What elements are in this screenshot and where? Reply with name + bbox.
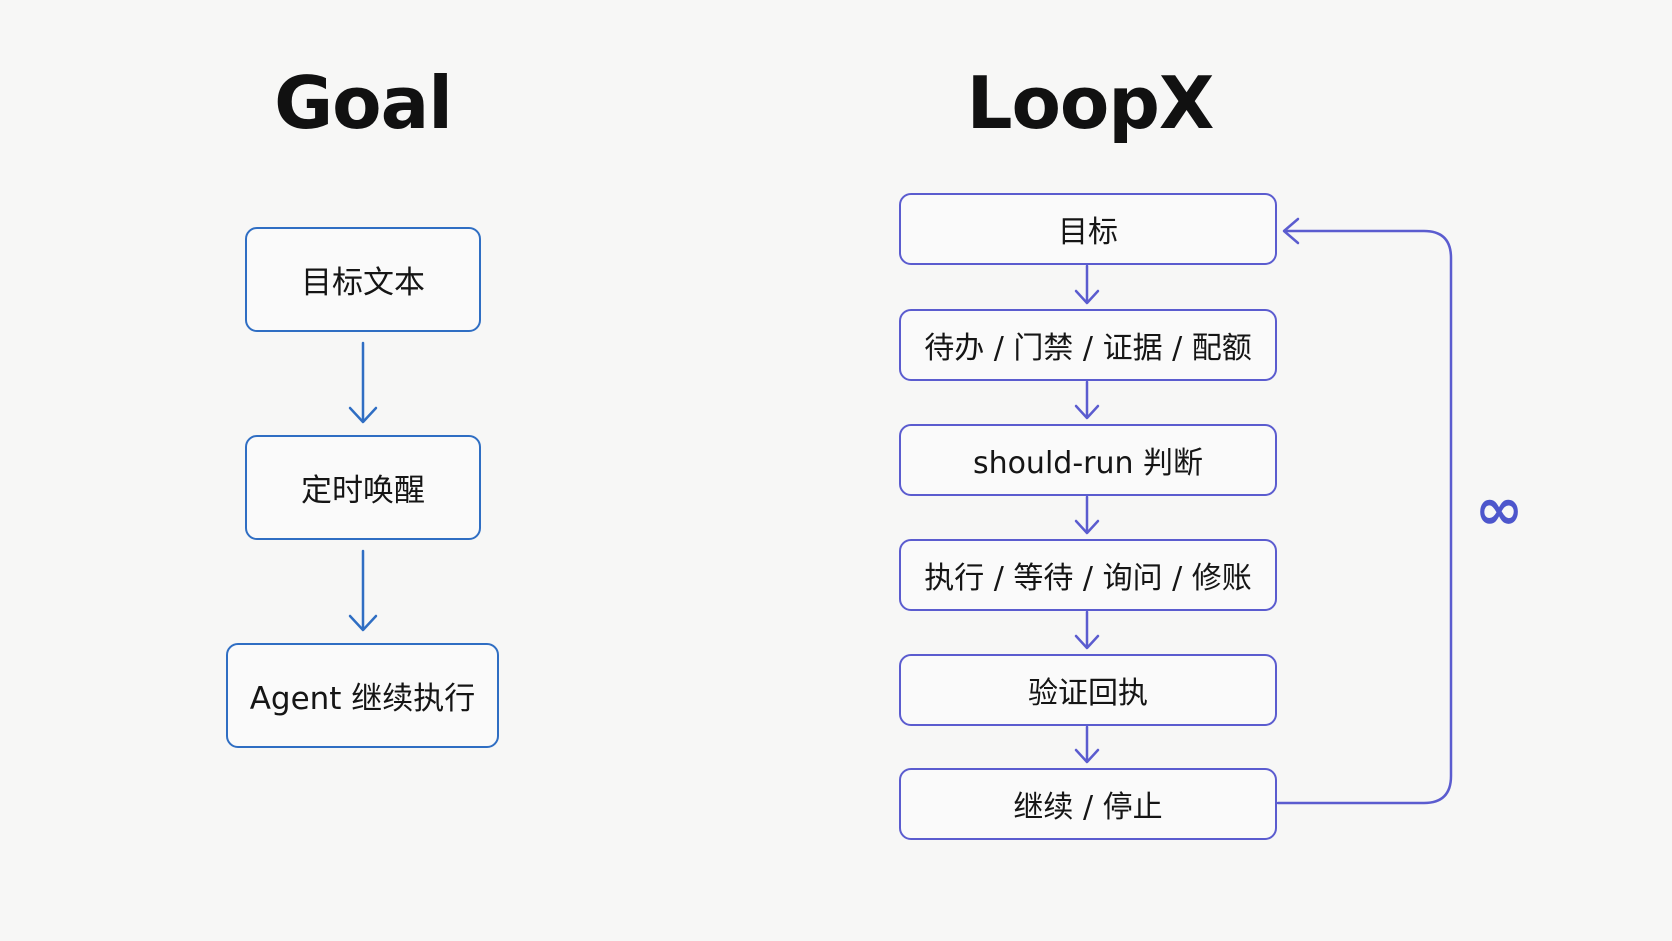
loopx-step-goal: 目标 <box>899 193 1277 265</box>
goal-arrow-2 <box>348 549 378 632</box>
goal-arrow-1 <box>348 341 378 424</box>
loopx-arrow-1 <box>1074 264 1100 305</box>
loopx-step-continue-stop: 继续 / 停止 <box>899 768 1277 840</box>
goal-step-agent-continues: Agent 继续执行 <box>226 643 499 748</box>
loopx-step-verify-receipt: 验证回执 <box>899 654 1277 726</box>
loopx-step-execute-wait-ask-reconcile: 执行 / 等待 / 询问 / 修账 <box>899 539 1277 611</box>
loopx-step-should-run: should-run 判断 <box>899 424 1277 496</box>
loopx-feedback-arrow <box>1276 217 1453 805</box>
loopx-arrow-4 <box>1074 610 1100 650</box>
loopx-arrow-5 <box>1074 725 1100 764</box>
goal-step-goal-text: 目标文本 <box>245 227 481 332</box>
goal-title: Goal <box>274 61 453 145</box>
infinity-icon: ∞ <box>1475 475 1523 543</box>
loopx-arrow-2 <box>1074 380 1100 420</box>
loopx-title: LoopX <box>966 61 1215 145</box>
goal-step-scheduled-wakeup: 定时唤醒 <box>245 435 481 540</box>
loopx-arrow-3 <box>1074 495 1100 535</box>
loopx-step-todo-gate-evidence-quota: 待办 / 门禁 / 证据 / 配额 <box>899 309 1277 381</box>
